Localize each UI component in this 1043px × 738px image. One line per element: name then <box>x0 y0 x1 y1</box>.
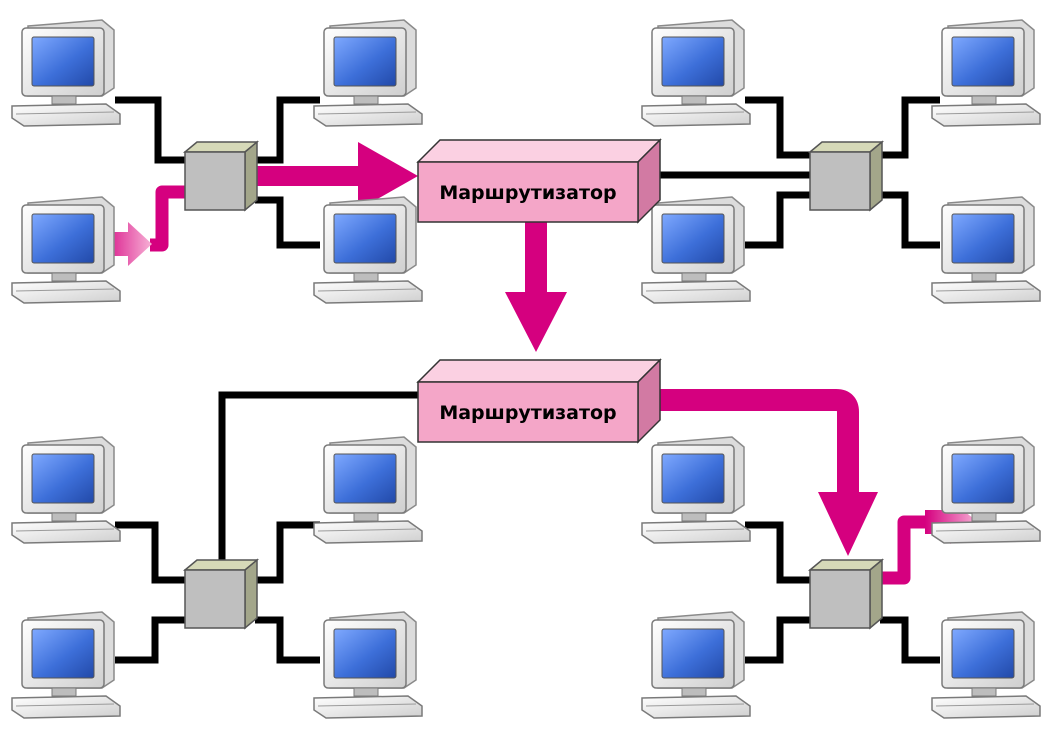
router-2: Маршрутизатор <box>416 358 662 444</box>
computer-icon <box>931 436 1041 544</box>
cables <box>115 96 940 664</box>
hub-icon <box>184 559 258 629</box>
computer-icon <box>11 19 121 127</box>
computer-icon <box>313 436 423 544</box>
hub-icon <box>184 141 258 211</box>
computer-icon <box>313 19 423 127</box>
computer-icon <box>641 611 751 719</box>
router-2-label: Маршрутизатор <box>439 402 616 424</box>
computer-icon <box>11 436 121 544</box>
computer-icon <box>931 611 1041 719</box>
arrow-to-router2-icon <box>505 292 567 352</box>
hub-icon <box>809 559 883 629</box>
arrow-to-router1-icon <box>358 142 418 210</box>
arrow-to-hub-icon <box>818 492 878 556</box>
computer-icon <box>641 436 751 544</box>
hub-icon <box>809 141 883 211</box>
computer-icon <box>313 611 423 719</box>
computer-icon <box>641 19 751 127</box>
computer-icon <box>11 196 121 304</box>
computer-icon <box>931 196 1041 304</box>
computer-icon <box>931 19 1041 127</box>
computer-icon <box>641 196 751 304</box>
computer-icon <box>313 196 423 304</box>
router-1: Маршрутизатор <box>416 138 662 224</box>
computer-icon <box>11 611 121 719</box>
router-1-label: Маршрутизатор <box>439 182 616 204</box>
